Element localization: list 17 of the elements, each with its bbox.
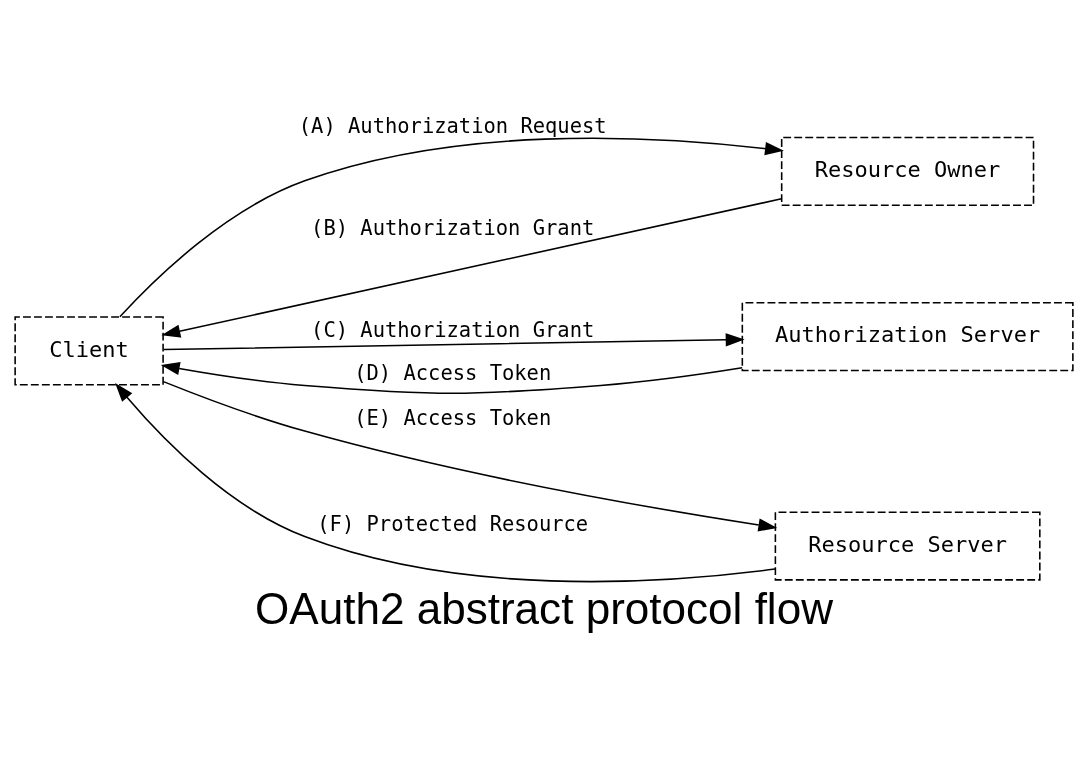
arrow bbox=[115, 382, 776, 582]
node-box: Authorization Server bbox=[741, 301, 1074, 371]
node-box: Resource Server bbox=[774, 510, 1041, 581]
node-box: Resource Owner bbox=[780, 136, 1035, 206]
caption: OAuth2 abstract protocol flow bbox=[255, 583, 833, 633]
edge-label: (C) Authorization Grant bbox=[311, 317, 595, 342]
edge-label: (D) Access Token bbox=[354, 360, 552, 385]
edge-label: (A) Authorization Request bbox=[298, 113, 607, 138]
arrow bbox=[119, 136, 784, 318]
arrow bbox=[161, 197, 783, 338]
edge-label: (B) Authorization Grant bbox=[311, 215, 595, 240]
node-box: Client bbox=[14, 315, 164, 385]
arrow bbox=[162, 380, 778, 532]
arrow bbox=[160, 361, 743, 394]
edge-label: (E) Access Token bbox=[354, 405, 552, 430]
arrow bbox=[162, 332, 745, 350]
edge-label: (F) Protected Resource bbox=[317, 511, 589, 536]
